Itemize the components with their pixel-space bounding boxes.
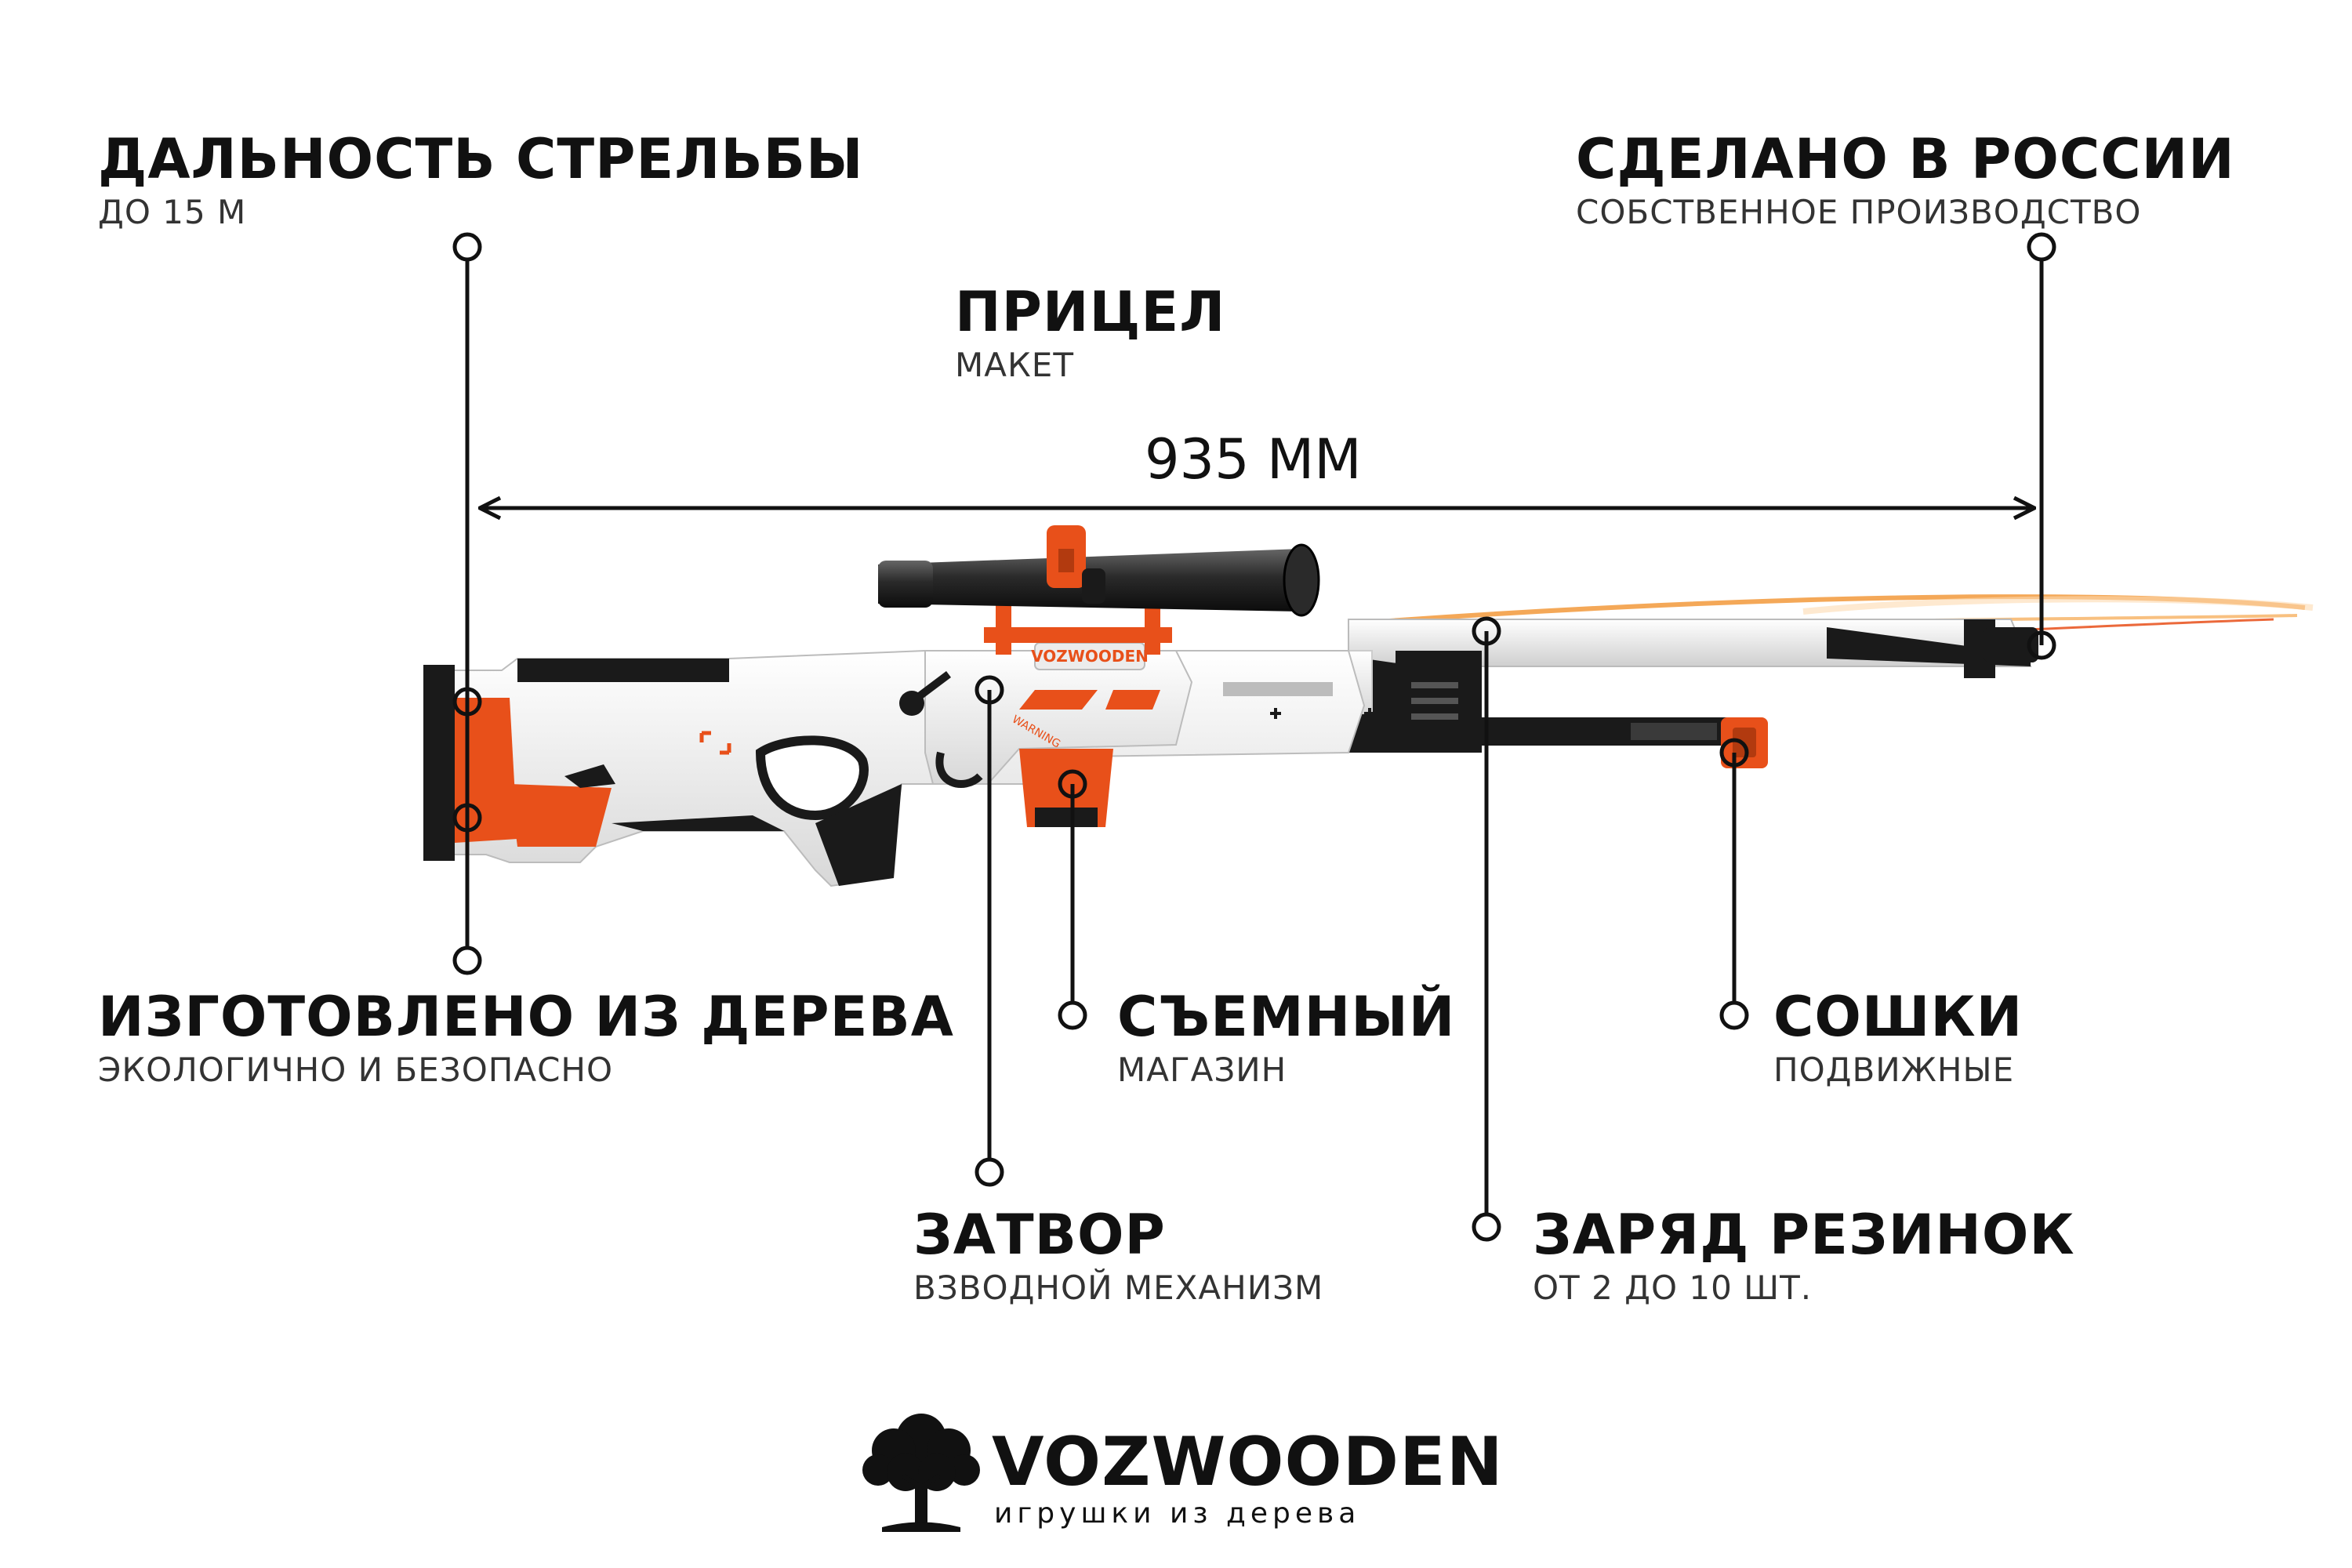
tree-logo-icon	[862, 1414, 980, 1532]
feature-bolt-title: ЗАТВОР	[913, 1203, 1166, 1267]
feature-made-in-subtitle: СОБСТВЕННОЕ ПРОИЗВОДСТВО	[1576, 193, 2142, 231]
feature-made-in-title: СДЕЛАНО В РОССИИ	[1576, 127, 2235, 191]
feature-bands: ЗАРЯД РЕЗИНОК ОТ 2 ДО 10 ШТ.	[1533, 1207, 2075, 1305]
dimension-label: 935 ММ	[1145, 427, 1362, 492]
feature-range-title: ДАЛЬНОСТЬ СТРЕЛЬБЫ	[98, 127, 864, 191]
scope	[878, 525, 1320, 655]
feature-bands-subtitle: ОТ 2 ДО 10 ШТ.	[1533, 1269, 1813, 1307]
feature-bipod-title: СОШКИ	[1773, 985, 2024, 1049]
feature-range-subtitle: ДО 15 М	[98, 193, 247, 231]
stock: VOZWOODEN WARNING	[423, 642, 1375, 887]
feature-made-in: СДЕЛАНО В РОССИИ СОБСТВЕННОЕ ПРОИЗВОДСТВ…	[1576, 132, 2235, 229]
feature-bands-title: ЗАРЯД РЕЗИНОК	[1533, 1203, 2075, 1267]
feature-magazine-subtitle: МАГАЗИН	[1117, 1051, 1287, 1089]
bipod	[1450, 717, 1768, 768]
feature-bolt-subtitle: ВЗВОДНОЙ МЕХАНИЗМ	[913, 1269, 1324, 1307]
feature-magazine: СЪЕМНЫЙ МАГАЗИН	[1117, 989, 1455, 1087]
feature-bolt: ЗАТВОР ВЗВОДНОЙ МЕХАНИЗМ	[913, 1207, 1323, 1305]
feature-wood-subtitle: ЭКОЛОГИЧНО И БЕЗОПАСНО	[98, 1051, 614, 1089]
feature-magazine-title: СЪЕМНЫЙ	[1117, 985, 1456, 1049]
feature-scope-title: ПРИЦЕЛ	[955, 280, 1226, 344]
feature-wood-title: ИЗГОТОВЛЕНО ИЗ ДЕРЕВА	[98, 985, 954, 1049]
barrel	[1348, 619, 2038, 678]
feature-bipod: СОШКИ ПОДВИЖНЫЕ	[1773, 989, 2023, 1087]
callout-lines	[452, 232, 2056, 1242]
feature-bipod-subtitle: ПОДВИЖНЫЕ	[1773, 1051, 2015, 1089]
receiver-brand-text: VOZWOODEN	[1031, 647, 1149, 666]
feature-range: ДАЛЬНОСТЬ СТРЕЛЬБЫ ДО 15 М	[98, 132, 864, 229]
feature-scope: ПРИЦЕЛ МАКЕТ	[955, 285, 1225, 382]
feature-wood: ИЗГОТОВЛЕНО ИЗ ДЕРЕВА ЭКОЛОГИЧНО И БЕЗОП…	[98, 989, 954, 1087]
brand-name: VOZWOODEN	[992, 1423, 1504, 1501]
feature-scope-subtitle: МАКЕТ	[955, 346, 1074, 384]
brand-tagline: игрушки из дерева	[994, 1497, 1361, 1530]
